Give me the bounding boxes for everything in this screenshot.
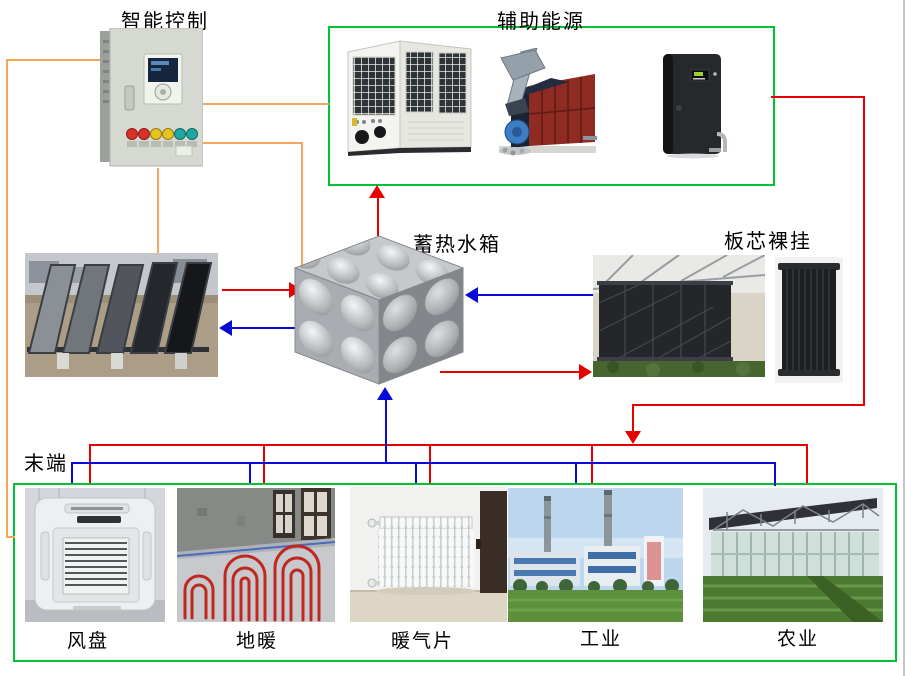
terminal-label-fancoil: 风盘 — [67, 631, 110, 652]
storage-tank-image — [293, 235, 465, 385]
controller-cabinet-image — [100, 28, 203, 167]
wall-boiler-image — [663, 54, 727, 159]
signal-line-to-collector — [157, 168, 159, 253]
heat-pump-image — [347, 40, 472, 156]
auxiliary-energy-label: 辅助能源 — [497, 11, 585, 33]
terminal-group-box — [13, 483, 897, 662]
fan-coil-image — [25, 488, 165, 622]
hot-line-right-horizontal — [632, 404, 865, 406]
industry-image — [508, 488, 683, 622]
hot-line-right-vertical — [863, 96, 865, 406]
cold-drop-industry — [575, 462, 577, 483]
signal-line-left-top — [7, 59, 103, 61]
cold-drop-agriculture — [774, 462, 776, 486]
signal-line-left-vertical — [6, 59, 8, 537]
signal-line-to-tank-h — [203, 142, 303, 144]
cold-arrow-into-tank-right — [465, 287, 478, 303]
hot-line-tank-to-panel — [440, 371, 579, 373]
signal-line-to-auxiliary — [203, 103, 329, 105]
cold-arrow-into-tank-bottom — [377, 387, 393, 400]
hot-line-tank-to-aux — [377, 198, 379, 236]
terminal-label-radiator: 暖气片 — [391, 631, 455, 652]
hot-arrow-into-aux — [369, 185, 385, 198]
terminal-label: 末端 — [24, 453, 68, 475]
bare-panel-label: 板芯裸挂 — [724, 231, 812, 253]
auxiliary-energy-box — [328, 26, 775, 186]
agriculture-image — [703, 488, 883, 622]
cold-line-bus-to-tank — [385, 400, 387, 464]
cold-line-tank-to-collector — [232, 327, 302, 329]
hot-supply-bus — [90, 444, 807, 446]
hot-arrow-into-panel — [579, 364, 592, 380]
hot-arrow-into-bus — [625, 431, 641, 444]
signal-line-to-tank-v — [301, 142, 303, 277]
boiler-image — [499, 48, 597, 156]
cold-drop-fancoil — [71, 462, 73, 483]
cold-drop-floorheat — [249, 462, 251, 483]
page-edge-line — [903, 0, 905, 676]
hot-line-collector-to-tank — [222, 289, 289, 291]
cold-drop-radiator — [415, 462, 417, 483]
terminal-label-floorheat: 地暖 — [236, 631, 279, 652]
cold-return-bus — [72, 462, 775, 464]
hot-drop-agriculture — [806, 444, 808, 483]
storage-tank-label: 蓄热水箱 — [413, 234, 501, 256]
bare-panel-wall-image — [593, 255, 765, 377]
radiator-image — [350, 487, 507, 622]
bare-panel-single-image — [775, 257, 843, 383]
floor-heating-image — [177, 488, 335, 622]
cold-arrow-into-collector — [219, 320, 232, 336]
signal-line-left-bottom — [6, 536, 15, 538]
terminal-label-industry: 工业 — [580, 629, 623, 650]
hot-line-aux-out — [771, 96, 865, 98]
terminal-label-agriculture: 农业 — [777, 629, 820, 650]
cold-line-panel-to-tank — [478, 294, 593, 296]
hot-line-drop-to-bus — [632, 404, 634, 431]
flat-plate-collectors-image — [25, 253, 218, 377]
